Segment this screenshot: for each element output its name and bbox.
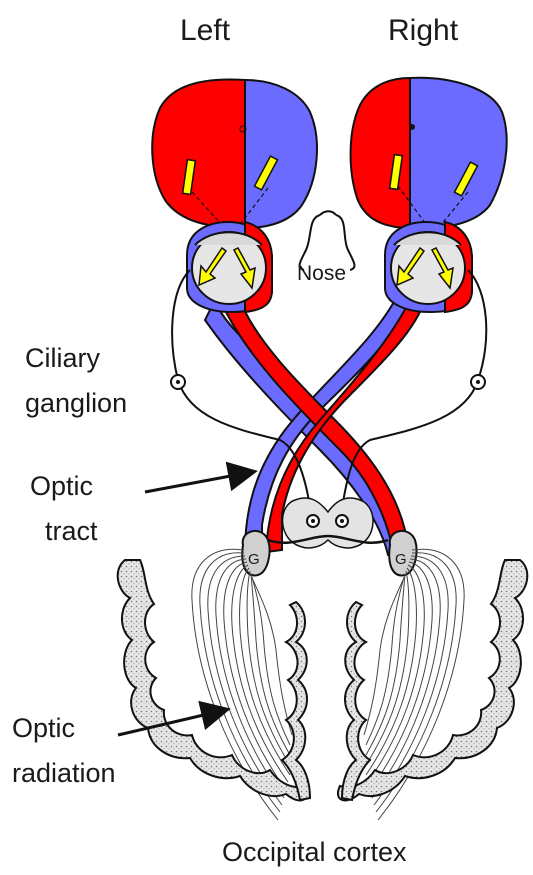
- right-eye: [385, 222, 472, 312]
- right-visual-field: [351, 78, 507, 229]
- left-occipital-cortex: [118, 560, 310, 800]
- right-header: Right: [388, 14, 458, 47]
- optic-tract-pointer-arrow: [145, 472, 252, 492]
- optic-radiation-label-line1: Optic: [12, 714, 75, 744]
- right-occipital-cortex: [338, 560, 527, 800]
- ciliary-ganglion-label-line2: ganglion: [25, 389, 127, 419]
- left-visual-field: [152, 79, 317, 228]
- optic-radiation-label-line2: radiation: [12, 759, 116, 789]
- left-lgn-label: G: [248, 552, 260, 569]
- optic-tract-label-line1: Optic: [30, 472, 93, 502]
- right-lgn-label: G: [395, 552, 407, 569]
- ciliary-ganglion-label-line1: Ciliary: [25, 344, 100, 374]
- occipital-cortex-label: Occipital cortex: [222, 838, 407, 868]
- left-header: Left: [180, 14, 230, 47]
- left-eye: [187, 222, 272, 312]
- optic-tract-label-line2: tract: [45, 517, 98, 547]
- nose-label: Nose: [297, 262, 346, 285]
